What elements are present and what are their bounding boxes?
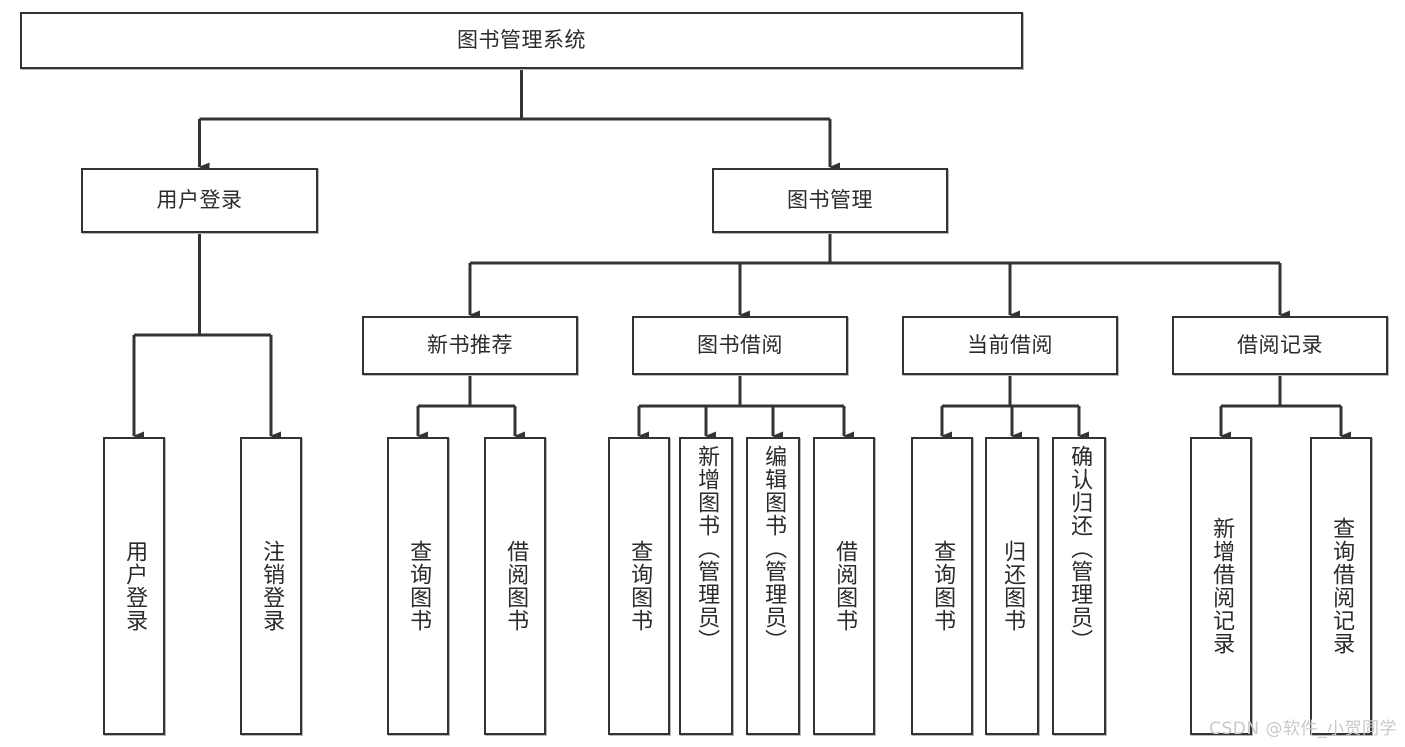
node-label: 查询图书 [406, 540, 432, 632]
node-current-borrow[interactable]: 当前借阅 [902, 316, 1118, 375]
node-user-login[interactable]: 用户登录 [81, 168, 318, 233]
leaf-recommend-query-book[interactable]: 查询图书 [387, 437, 449, 735]
leaf-user-login[interactable]: 用户登录 [103, 437, 165, 735]
node-label: 新增借阅记录 [1209, 517, 1235, 655]
leaf-current-return-book[interactable]: 归还图书 [985, 437, 1039, 735]
leaf-user-logout[interactable]: 注销登录 [240, 437, 302, 735]
leaf-current-query-book[interactable]: 查询图书 [911, 437, 973, 735]
node-label: 用户登录 [122, 540, 148, 632]
node-label: 归还图书 [1000, 540, 1026, 632]
node-label: 图书管理系统 [457, 28, 586, 53]
node-borrow-record[interactable]: 借阅记录 [1172, 316, 1388, 375]
node-label: 新书推荐 [427, 333, 513, 358]
node-label: 查询图书 [627, 540, 653, 632]
node-label: 注销登录 [259, 540, 285, 632]
node-label: 图书管理 [787, 188, 873, 213]
node-label: 查询图书 [930, 540, 956, 632]
leaf-borrow-query-book[interactable]: 查询图书 [608, 437, 670, 735]
csdn-watermark: CSDN @软件_小贺同学 [1209, 719, 1397, 739]
leaf-current-confirm-return-admin[interactable]: 确认归还（管理员） [1052, 437, 1106, 735]
node-label: 借阅图书 [503, 540, 529, 632]
leaf-borrow-add-book-admin[interactable]: 新增图书（管理员） [679, 437, 733, 735]
node-root[interactable]: 图书管理系统 [20, 12, 1023, 69]
node-label: 当前借阅 [967, 333, 1053, 358]
leaf-recommend-borrow-book[interactable]: 借阅图书 [484, 437, 546, 735]
leaf-borrow-edit-book-admin[interactable]: 编辑图书（管理员） [746, 437, 800, 735]
node-label: 编辑图书（管理员） [761, 445, 787, 652]
node-label: 借阅记录 [1237, 333, 1323, 358]
node-label: 确认归还（管理员） [1067, 445, 1093, 652]
node-new-book-recommend[interactable]: 新书推荐 [362, 316, 578, 375]
leaf-record-search[interactable]: 查询借阅记录 [1310, 437, 1372, 735]
node-label: 用户登录 [156, 188, 243, 213]
leaf-record-add[interactable]: 新增借阅记录 [1190, 437, 1252, 735]
leaf-borrow-lend-book[interactable]: 借阅图书 [813, 437, 875, 735]
node-label: 图书借阅 [697, 333, 783, 358]
node-label: 查询借阅记录 [1329, 517, 1355, 655]
node-book-borrow[interactable]: 图书借阅 [632, 316, 848, 375]
node-book-management[interactable]: 图书管理 [712, 168, 948, 233]
node-label: 借阅图书 [832, 540, 858, 632]
node-label: 新增图书（管理员） [694, 445, 720, 652]
